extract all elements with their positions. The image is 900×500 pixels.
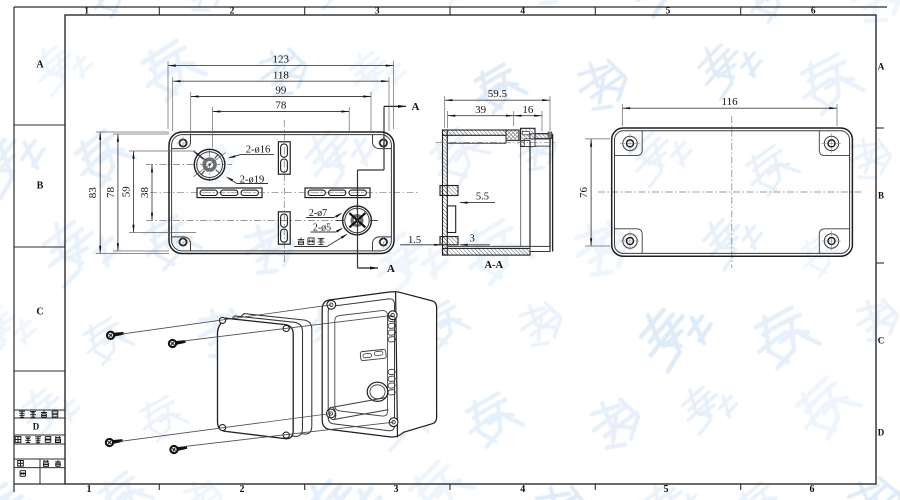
svg-text:2-ø16: 2-ø16 — [246, 144, 271, 155]
svg-text:A-A: A-A — [484, 260, 503, 271]
svg-text:B: B — [37, 181, 44, 192]
svg-text:2-ø19: 2-ø19 — [240, 174, 265, 185]
svg-text:76: 76 — [578, 186, 590, 198]
svg-text:5.5: 5.5 — [476, 192, 489, 203]
svg-text:D: D — [878, 428, 885, 438]
svg-text:78: 78 — [105, 187, 117, 199]
svg-text:2-ø7: 2-ø7 — [309, 208, 327, 219]
svg-text:16: 16 — [522, 104, 534, 116]
svg-text:A: A — [387, 263, 395, 275]
svg-text:118: 118 — [273, 69, 290, 81]
svg-text:116: 116 — [722, 96, 739, 108]
svg-text:38: 38 — [139, 187, 151, 199]
svg-text:59: 59 — [121, 186, 133, 198]
svg-text:123: 123 — [273, 54, 290, 66]
svg-text:2: 2 — [230, 6, 235, 16]
svg-text:1: 1 — [84, 6, 89, 16]
svg-text:59.5: 59.5 — [488, 88, 508, 100]
svg-text:5: 5 — [666, 6, 671, 16]
svg-text:B: B — [878, 191, 884, 201]
svg-text:1: 1 — [87, 484, 92, 495]
svg-text:5: 5 — [664, 484, 669, 495]
svg-text:3: 3 — [375, 6, 380, 16]
svg-text:C: C — [878, 336, 885, 346]
svg-text:2-ø5: 2-ø5 — [313, 222, 331, 233]
svg-text:6: 6 — [810, 484, 815, 495]
svg-text:D: D — [33, 422, 40, 432]
svg-text:78: 78 — [275, 100, 287, 112]
svg-text:C: C — [36, 307, 43, 318]
svg-text:99: 99 — [275, 85, 287, 97]
svg-text:39: 39 — [475, 104, 487, 116]
svg-text:6: 6 — [811, 6, 816, 16]
svg-text:2: 2 — [240, 484, 245, 495]
svg-text:3: 3 — [394, 484, 399, 495]
svg-text:1.5: 1.5 — [408, 235, 421, 246]
svg-text:A: A — [878, 62, 885, 72]
svg-text:4: 4 — [520, 6, 525, 16]
svg-text:A: A — [412, 101, 420, 113]
svg-text:4: 4 — [520, 484, 525, 495]
svg-text:A: A — [36, 60, 44, 71]
svg-text:3: 3 — [469, 233, 474, 244]
svg-text:83: 83 — [87, 187, 99, 199]
